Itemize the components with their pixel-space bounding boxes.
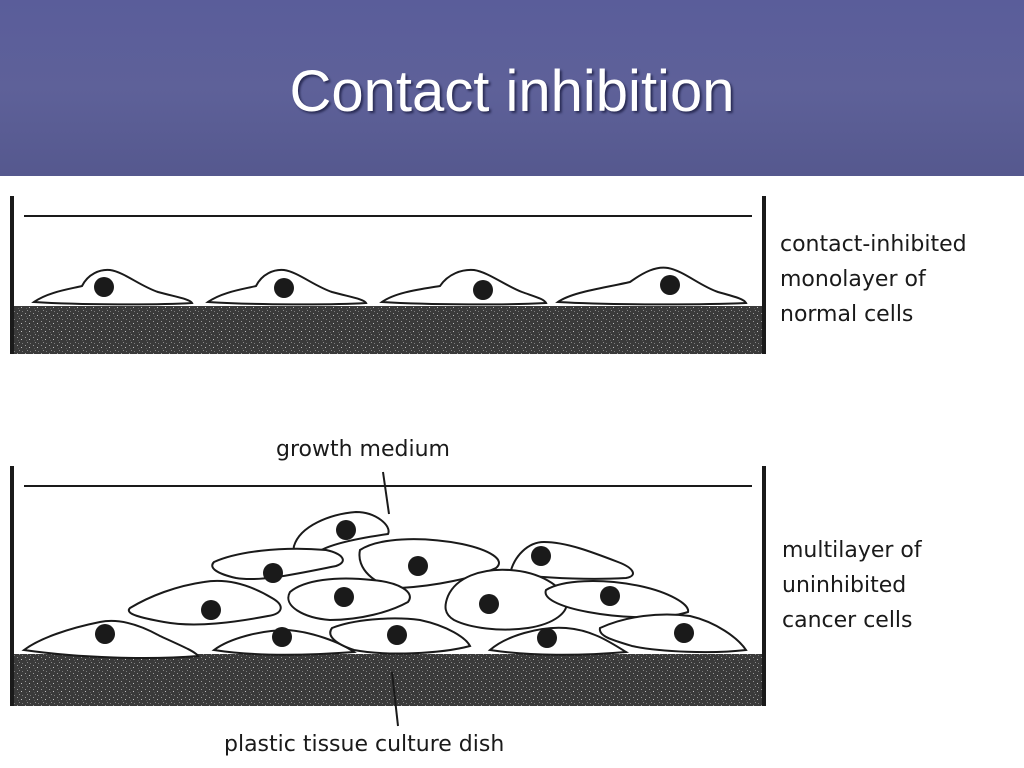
slide-title: Contact inhibition <box>289 59 735 124</box>
normal-cells-label: contact-inhibited monolayer of normal ce… <box>780 227 967 332</box>
cell-nucleus <box>334 587 354 607</box>
dish-diagram <box>10 196 766 727</box>
cell-nucleus <box>531 546 551 566</box>
growth-medium-label: growth medium <box>276 437 450 462</box>
cell-nucleus <box>387 625 407 645</box>
cell-nucleus <box>274 278 294 298</box>
cell-nucleus <box>537 628 557 648</box>
normal-label-line: contact-inhibited <box>780 232 967 257</box>
cancer-label-line: uninhibited <box>782 573 907 598</box>
top-dish <box>10 196 766 354</box>
cell-nucleus <box>201 600 221 620</box>
cancer-label-line: cancer cells <box>782 608 913 633</box>
cancer-cells <box>21 510 748 659</box>
cell-nucleus <box>408 556 428 576</box>
cell-nucleus <box>336 520 356 540</box>
cell-nucleus <box>94 277 114 297</box>
normal-label-line: monolayer of <box>780 267 926 292</box>
normal-cells <box>31 266 748 306</box>
cancer-label-line: multilayer of <box>782 538 922 563</box>
cancer-nuclei <box>95 520 694 648</box>
cell-nucleus <box>263 563 283 583</box>
normal-nuclei <box>94 275 680 300</box>
cell-nucleus <box>95 624 115 644</box>
cell-nucleus <box>272 627 292 647</box>
normal-label-line: normal cells <box>780 302 914 327</box>
cancer-cell <box>444 568 568 631</box>
slide-header: Contact inhibition <box>0 0 1024 176</box>
cancer-cell <box>487 626 630 656</box>
growth-medium-pointer <box>382 471 390 515</box>
top-dish-base <box>12 306 764 354</box>
bottom-dish-base <box>12 654 764 706</box>
dish-pointer <box>391 671 399 727</box>
cell-nucleus <box>674 623 694 643</box>
cell-nucleus <box>479 594 499 614</box>
bottom-dish <box>10 466 766 727</box>
dish-label: plastic tissue culture dish <box>224 732 505 757</box>
normal-cell <box>379 268 548 306</box>
cell-nucleus <box>600 586 620 606</box>
cell-nucleus <box>473 280 493 300</box>
normal-cell <box>555 266 748 306</box>
cell-nucleus <box>660 275 680 295</box>
cancer-cells-label: multilayer of uninhibited cancer cells <box>782 533 922 638</box>
cancer-cell <box>211 547 344 581</box>
contact-inhibition-figure: contact-inhibited monolayer of normal ce… <box>0 176 1024 768</box>
cancer-cell <box>598 613 748 654</box>
